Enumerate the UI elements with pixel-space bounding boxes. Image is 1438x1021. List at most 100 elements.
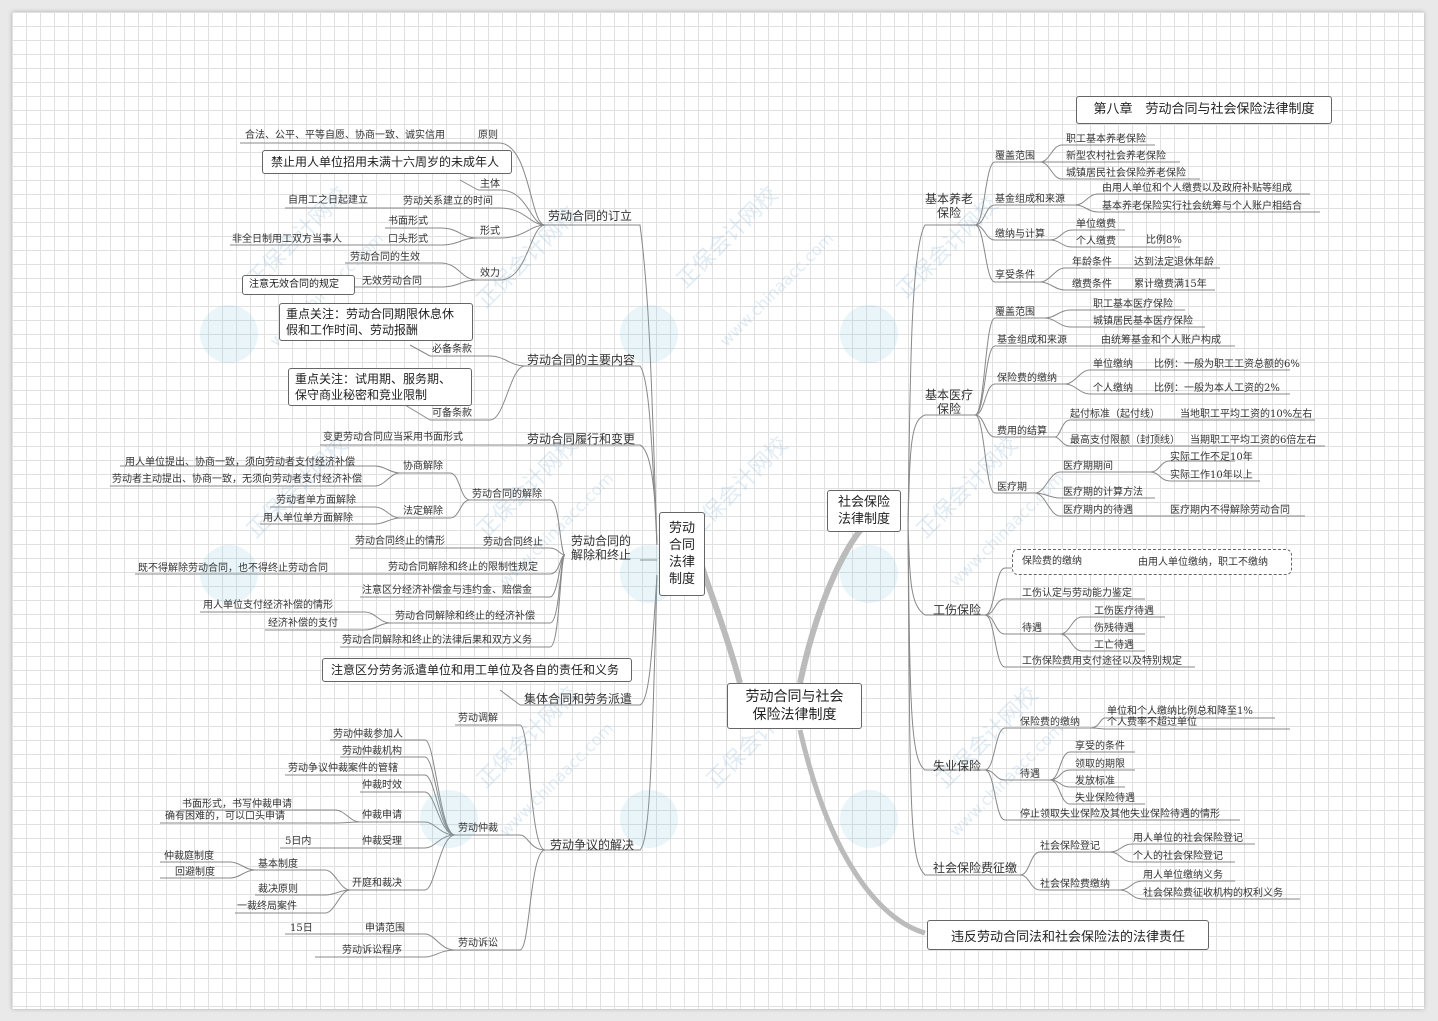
node-arb-accept: 仲裁受理 — [362, 836, 402, 847]
node-p-cov1: 职工基本养老保险 — [1066, 134, 1146, 145]
node-validity: 效力 — [480, 268, 500, 279]
node-wi-benefit2: 伤残待遇 — [1094, 623, 1134, 634]
left-topic-labor-contract: 劳动 合同 法律 制度 — [659, 512, 705, 596]
node-arb-jurisdiction: 劳动争议仲裁案件的管辖 — [288, 763, 398, 774]
node-m-cov2: 城镇居民基本医疗保险 — [1093, 316, 1193, 327]
node-oral-value: 非全日制用工双方当事人 — [232, 234, 342, 245]
node-statutory-v2: 用人单位单方面解除 — [263, 513, 353, 524]
node-col-register1: 用人单位的社会保险登记 — [1133, 833, 1243, 844]
watermark-logo — [840, 790, 898, 848]
node-required: 必备条款 — [432, 344, 472, 355]
node-ue-benefit: 待遇 — [1020, 769, 1040, 780]
node-dispatch: 集体合同和劳务派遣 — [524, 692, 633, 706]
node-m-period3: 医疗期内的待遇 — [1063, 505, 1133, 516]
node-main-content: 劳动合同的主要内容 — [527, 353, 636, 367]
node-p-fund1: 由用人单位和个人缴费以及政府补贴等组成 — [1102, 183, 1292, 194]
node-mediation: 劳动调解 — [458, 713, 498, 724]
node-written-form: 书面形式 — [388, 216, 428, 227]
node-lit-procedure: 劳动诉讼程序 — [342, 945, 402, 956]
node-m-pay2: 个人缴纳 — [1093, 383, 1133, 394]
work-injury-premium-box — [1012, 549, 1292, 575]
node-col-pay: 社会保险费缴纳 — [1040, 879, 1110, 890]
note-minor: 禁止用人单位招用未满十六周岁的未成年人 — [262, 150, 512, 174]
node-restriction-value: 既不得解除劳动合同，也不得终止劳动合同 — [138, 563, 328, 574]
node-collection: 社会保险费征缴 — [933, 861, 1018, 875]
node-oral-form: 口头形式 — [388, 234, 428, 245]
node-mutual-v2: 劳动者主动提出、协商一致，无须向劳动者支付经济补偿 — [112, 474, 362, 485]
watermark-logo — [840, 545, 898, 603]
node-wi-premium-v: 由用人单位缴纳，职工不缴纳 — [1138, 557, 1268, 568]
node-restriction: 劳动合同解除和终止的限制性规定 — [388, 562, 538, 573]
node-p-fund2: 基本养老保险实行社会统筹与个人账户相结合 — [1102, 201, 1302, 212]
node-p-pay2-v: 比例8% — [1146, 235, 1182, 246]
node-m-period3-v: 医疗期内不得解除劳动合同 — [1170, 505, 1290, 516]
node-ue-benefit1: 享受的条件 — [1075, 741, 1125, 752]
node-lit-scope: 申请范围 — [365, 923, 405, 934]
right-topic-liability: 违反劳动合同法和社会保险法的法律责任 — [927, 920, 1209, 950]
node-wi-special: 工伤保险费用支付途径以及特别规定 — [1022, 656, 1182, 667]
node-wi-benefit3: 工亡待遇 — [1094, 640, 1134, 651]
watermark-logo — [200, 305, 258, 363]
node-p-coverage: 覆盖范围 — [995, 151, 1035, 162]
node-m-period: 医疗期 — [997, 482, 1027, 493]
node-form: 形式 — [480, 226, 500, 237]
node-p-pay: 缴纳与计算 — [995, 229, 1045, 240]
node-m-pay1: 单位缴纳 — [1093, 359, 1133, 370]
node-p-enjoy: 享受条件 — [995, 270, 1035, 281]
node-ue-premium-v2: 个人费率不超过单位 — [1107, 717, 1197, 728]
node-p-enjoy2: 缴费条件 — [1072, 279, 1112, 290]
node-lit-scope-v: 15日 — [290, 923, 313, 934]
node-ue-premium-v1: 单位和个人缴纳比例总和降至1% — [1107, 706, 1253, 717]
node-end-value: 劳动合同终止的情形 — [355, 536, 445, 547]
node-m-settle1-v: 当地职工平均工资的10%左右 — [1180, 409, 1313, 420]
node-arb-accept-v: 5日内 — [285, 836, 312, 847]
node-arb-institution: 劳动仲裁机构 — [342, 746, 402, 757]
node-wi-benefit1: 工伤医疗待遇 — [1094, 606, 1154, 617]
note-invalid: 注意无效合同的规定 — [242, 275, 355, 295]
node-basic-system: 基本制度 — [258, 859, 298, 870]
node-litigation: 劳动诉讼 — [458, 938, 498, 949]
node-distinguish: 注意区分经济补偿金与违约金、赔偿金 — [362, 585, 532, 596]
node-unemployment: 失业保险 — [933, 759, 982, 773]
watermark-logo — [620, 790, 678, 848]
node-tribunal: 仲裁庭制度 — [164, 851, 214, 862]
node-wi-benefit: 待遇 — [1022, 623, 1042, 634]
node-statutory: 法定解除 — [403, 506, 443, 517]
node-arb-participants: 劳动仲裁参加人 — [333, 729, 403, 740]
node-work-injury: 工伤保险 — [933, 603, 982, 617]
node-wi-identify: 工伤认定与劳动能力鉴定 — [1022, 588, 1132, 599]
watermark-logo — [200, 545, 258, 603]
node-mutual-v1: 用人单位提出、协商一致，须向劳动者支付经济补偿 — [125, 457, 355, 468]
node-performance-value: 变更劳动合同应当采用书面形式 — [323, 432, 463, 443]
mindmap-sheet — [12, 12, 1424, 1009]
node-arb-hearing: 开庭和裁决 — [352, 878, 402, 889]
node-end: 劳动合同终止 — [483, 537, 543, 548]
node-ue-benefit4: 失业保险待遇 — [1075, 793, 1135, 804]
center-topic: 劳动合同与社会 保险法律制度 — [727, 683, 862, 729]
node-col-register2: 个人的社会保险登记 — [1133, 851, 1223, 862]
node-col-pay2: 社会保险费征收机构的权利义务 — [1143, 888, 1283, 899]
node-establish-value: 自用工之日起建立 — [288, 195, 368, 206]
node-statutory-v1: 劳动者单方面解除 — [276, 495, 356, 506]
node-p-cov2: 新型农村社会养老保险 — [1066, 151, 1166, 162]
node-consequence: 劳动合同解除和终止的法律后果和双方义务 — [342, 635, 532, 646]
node-m-pay2-v: 比例：一般为本人工资的2% — [1154, 383, 1280, 394]
watermark-logo — [420, 790, 478, 848]
node-mutual: 协商解除 — [403, 461, 443, 472]
node-dissolution: 劳动合同的解除 — [472, 489, 542, 500]
node-m-period2: 医疗期的计算方法 — [1063, 487, 1143, 498]
node-principle: 原则 — [478, 130, 498, 141]
node-m-settle2: 最高支付限额（封顶线） — [1070, 435, 1180, 446]
node-pension: 基本养老 保险 — [925, 192, 974, 220]
node-ue-premium: 保险费的缴纳 — [1020, 717, 1080, 728]
node-p-enjoy2-v: 累计缴费满15年 — [1134, 279, 1207, 290]
node-m-period1-v2: 实际工作10年以上 — [1170, 470, 1253, 481]
node-ue-stop: 停止领取失业保险及其他失业保险待遇的情形 — [1020, 809, 1220, 820]
node-performance: 劳动合同履行和变更 — [527, 432, 636, 446]
node-recusal: 回避制度 — [175, 867, 215, 878]
node-subject: 主体 — [480, 179, 500, 190]
node-arb-app-v2: 确有困难的，可以口头申请 — [165, 811, 285, 822]
node-p-fund: 基金组成和来源 — [995, 194, 1065, 205]
node-principle-value: 合法、公平、平等自愿、协商一致、诚实信用 — [245, 130, 445, 141]
